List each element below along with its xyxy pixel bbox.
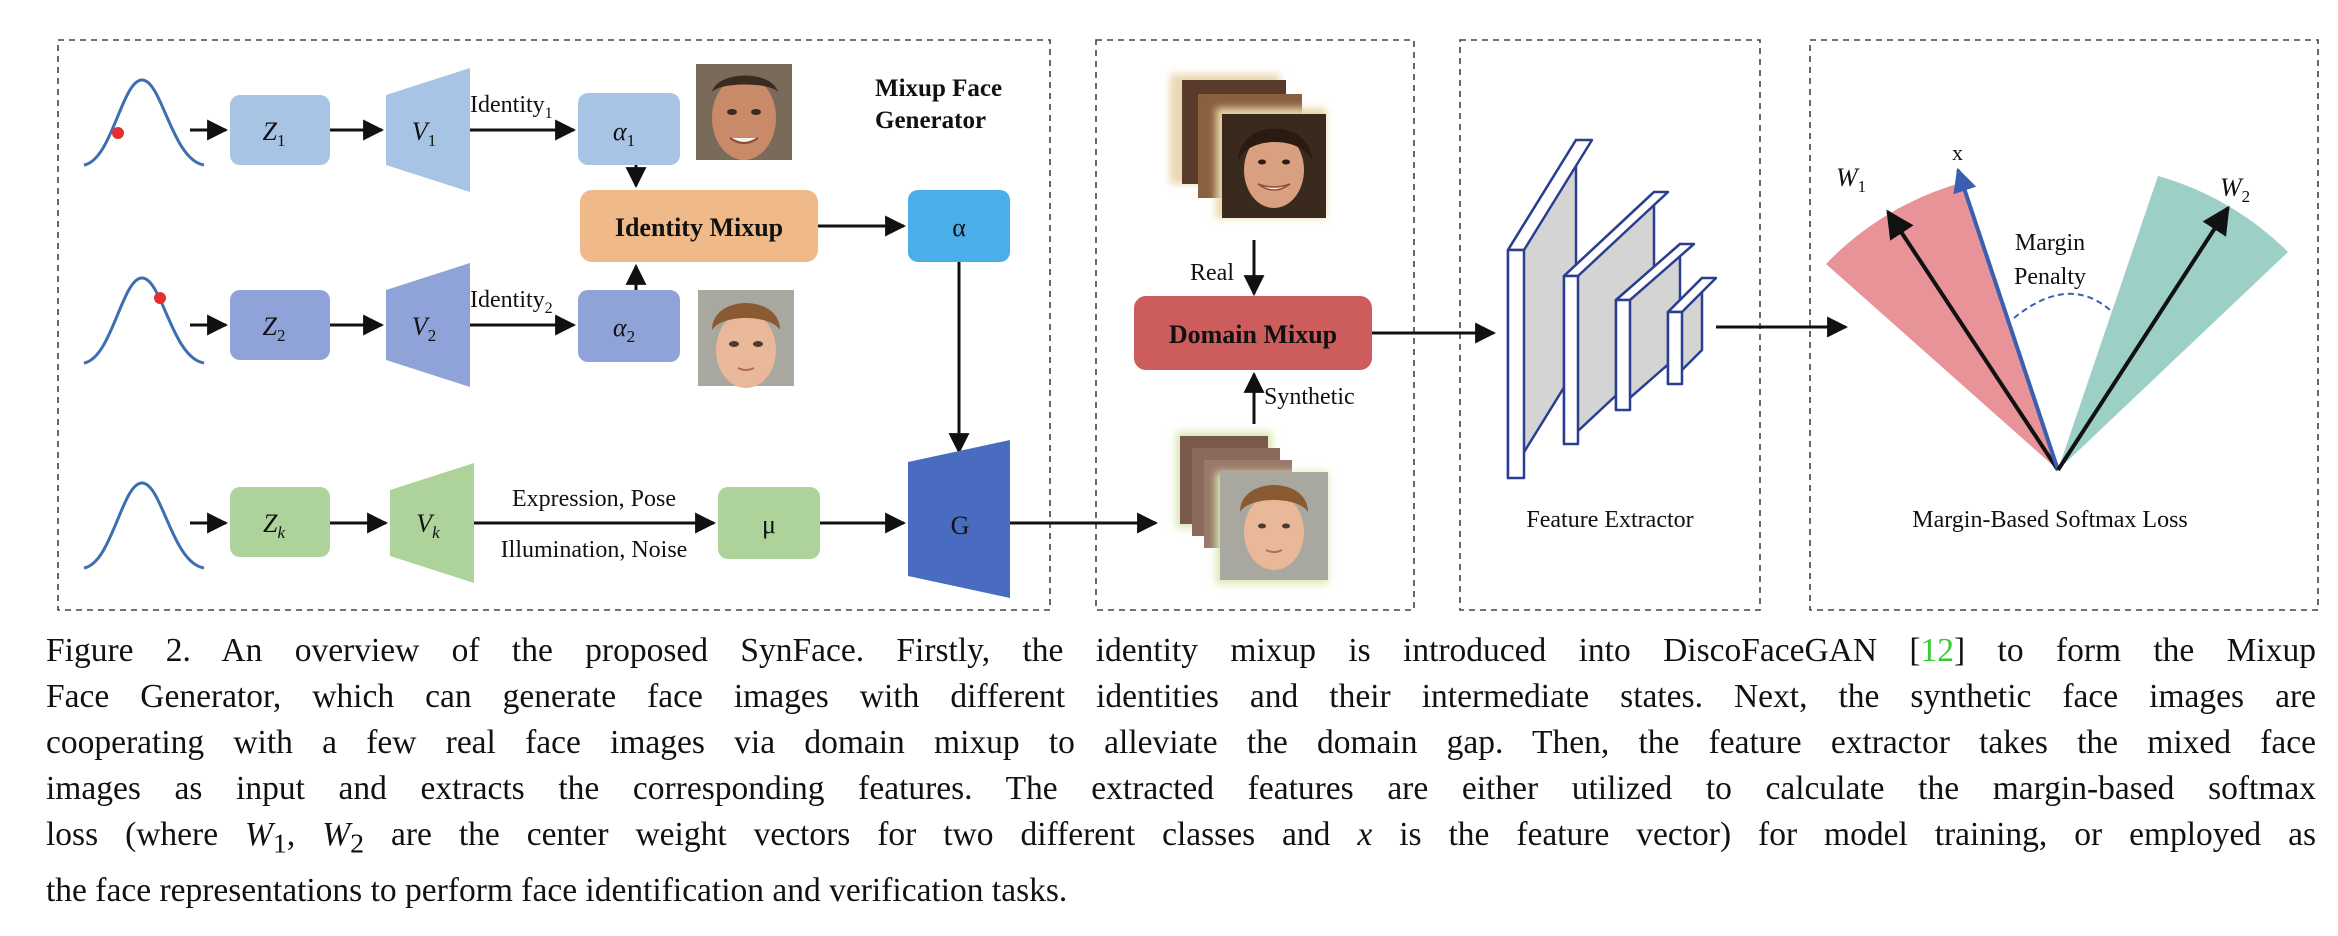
gaussian-curve-2 [83,276,205,365]
margin-penalty-arc [2013,292,2111,319]
caption-line-4: images as input and extracts the corresp… [46,770,2316,807]
sample-dot-2 [154,292,166,304]
caption-line-3: cooperating with a few real face images … [46,724,2316,761]
w1-vector [1886,209,2060,472]
alpha-label: α [952,213,966,242]
caption-line-6: the face representations to perform face… [46,871,1068,909]
vk-encoder [390,463,474,583]
sample-dot-1 [112,127,124,139]
gaussian-curve-1 [83,78,205,167]
z1-label: Z1 [263,117,286,150]
z2-node [230,290,330,360]
identity-mixup-label: Identity Mixup [615,213,783,242]
w2-vector [2056,205,2230,472]
domain-mixup-node [1134,296,1372,370]
domain-panel [1095,39,1415,611]
v2-encoder [386,263,470,387]
figure-caption: Figure 2. An overview of the proposed Sy… [46,628,2316,914]
feature-extractor-label: Feature Extractor [1526,507,1693,533]
citation-link[interactable]: 12 [1920,632,1955,669]
real-face-stack [1170,74,1326,218]
class1-sector [1826,182,2058,470]
vk-label: Vk [416,509,440,542]
identity-mixup-node [580,190,818,262]
v1-label: V1 [412,117,436,150]
margin-penalty-label-1: Margin [2015,230,2085,256]
identity-1-edge-label: Identity1 [470,92,553,122]
caption-line-2: Face Generator, which can generate face … [46,678,2316,715]
zk-node [230,487,330,557]
real-label: Real [1190,260,1234,286]
feature-extractor-network [1506,138,1718,480]
x-label: x [1952,140,1963,165]
mu-label: μ [762,510,776,539]
expression-pose-label: Expression, Pose [512,486,676,512]
class2-sector [2058,176,2288,470]
synthetic-label: Synthetic [1264,384,1355,410]
x-vector [1953,167,2060,471]
identity-2-edge-label: Identity2 [470,287,553,317]
generator-title: Mixup Face [875,75,1002,102]
margin-softmax-loss-label: Margin-Based Softmax Loss [1912,507,2188,533]
w1-label: W1 [1836,163,1866,196]
generator-title-2: Generator [875,107,986,134]
synthetic-face-stack [1176,432,1328,584]
alpha1-label: α1 [613,117,635,150]
synface-overview-diagram: Mixup Face Generator Z1 V1 Identity1 α1 … [57,39,2319,611]
alpha2-label: α2 [613,313,635,346]
margin-softmax-geometry [1826,167,2288,472]
z1-node [230,95,330,165]
generator-panel [57,39,1051,611]
z2-label: Z2 [263,312,286,345]
illumination-noise-label: Illumination, Noise [501,537,688,563]
extractor-panel [1459,39,1761,611]
v1-encoder [386,68,470,192]
margin-penalty-label-2: Penalty [2014,264,2086,290]
w2-label: W2 [2220,173,2250,206]
domain-mixup-label: Domain Mixup [1169,320,1337,349]
identity-1-face-image [696,64,792,160]
identity-2-face-image [698,290,794,388]
caption-line-5: loss (where W1, W2 are the center weight… [46,816,2317,860]
loss-panel [1809,39,2319,611]
gaussian-curve-k [83,481,205,570]
generator-g-block [908,440,1010,598]
alpha2-node [578,290,680,362]
mu-node [718,487,820,559]
caption-line-1: Figure 2. An overview of the proposed Sy… [46,632,2316,669]
alpha-node [908,190,1010,262]
zk-label: Zk [263,509,285,542]
v2-label: V2 [412,312,436,345]
generator-g-label: G [951,511,970,540]
alpha1-node [578,93,680,165]
